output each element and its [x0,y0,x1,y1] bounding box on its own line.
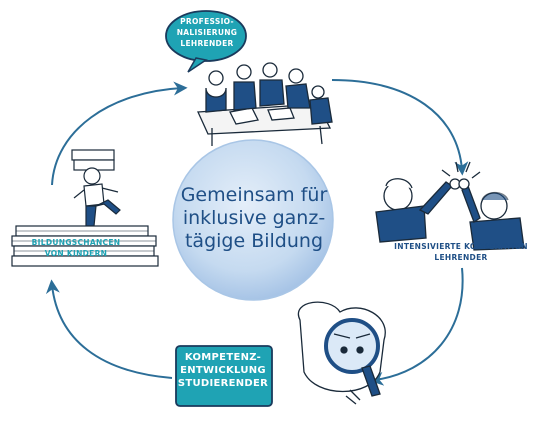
label-line: BILDUNGSCHANCEN [31,238,121,247]
center-title-line: tägige Bildung [184,230,324,252]
center-title-line: Gemeinsam für [180,184,328,206]
center-circle [172,139,334,301]
arrow-bottom-left [45,279,173,379]
label-line: VON KINDERN [44,249,108,258]
label-line: ENTWICKLUNG [180,365,266,376]
label-line: LEHRENDER [180,39,234,48]
books-child-illustration [11,149,159,267]
professionalisierung-label: PROFESSIO- NALISIERUNG LEHRENDER [170,16,244,49]
center-title-line: inklusive ganz- [182,207,326,229]
kompetenz-box [175,345,273,407]
high-five-illustration [375,161,525,251]
label-line: LEHRENDER [434,253,488,262]
magnifier-illustration [297,301,386,405]
center-title: Gemeinsam für inklusive ganz- tägige Bil… [168,184,340,253]
kompetenz-label: KOMPETENZ- ENTWICKLUNG STUDIERENDER [172,351,274,390]
kooperation-label: INTENSIVIERTE KOOPERATION LEHRENDER [388,241,534,263]
arrow-top-left [51,81,188,186]
label-line: KOMPETENZ- [184,352,262,363]
label-line: PROFESSIO- [180,17,234,26]
label-line: INTENSIVIERTE KOOPERATION [394,242,528,251]
arrow-bottom-right [369,267,464,386]
bildungschancen-label: BILDUNGSCHANCEN VON KINDERN [12,237,140,259]
professionalisierung-bubble [165,10,247,73]
label-line: NALISIERUNG [176,28,238,37]
meeting-illustration [197,62,333,146]
arrow-top-right [331,79,469,176]
label-line: STUDIERENDER [177,378,269,389]
